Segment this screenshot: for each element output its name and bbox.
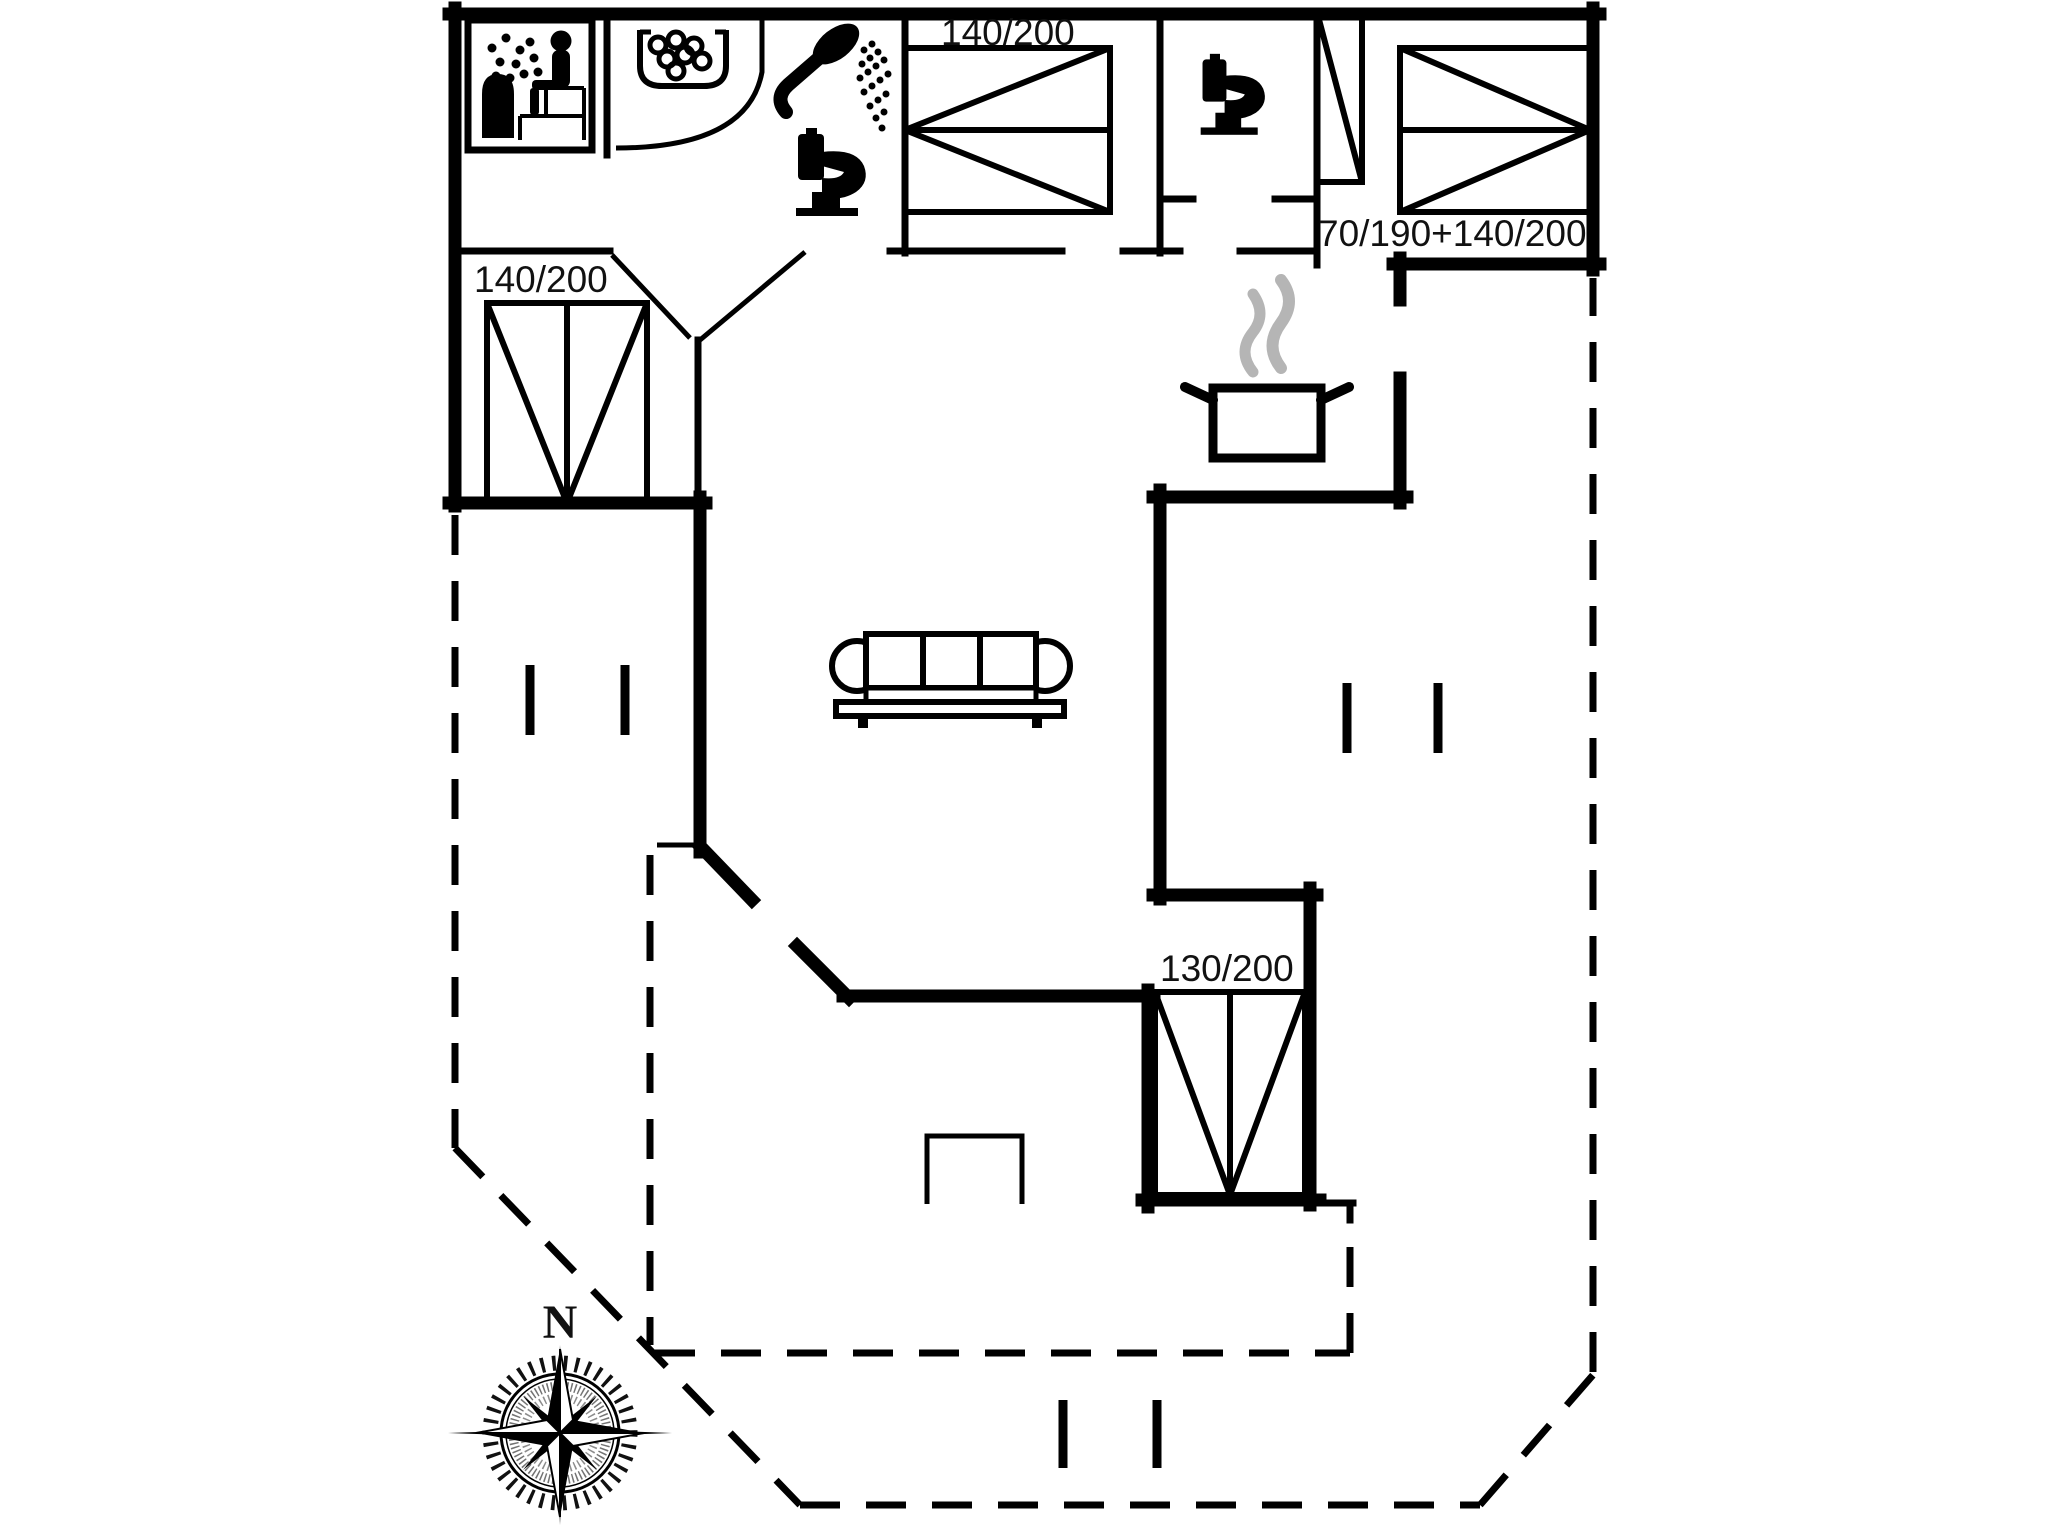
- bedroom-left-door-leaf: [610, 253, 692, 340]
- shower-icon: [773, 23, 892, 132]
- bed-label-right: 70/190+140/200: [1318, 213, 1587, 254]
- compass-rose-icon: [448, 1345, 672, 1525]
- terrace-steps-east: [1342, 683, 1443, 753]
- exterior-walls: [442, 1, 1607, 1214]
- terrace-steps-west: [525, 665, 630, 735]
- shower-spray-dots: [856, 40, 892, 132]
- sauna-heater: [482, 74, 514, 138]
- bed-bottom-130x200: [1152, 989, 1308, 1198]
- doors: [610, 12, 807, 848]
- bed-label-top: 140/200: [941, 12, 1075, 53]
- bathroom-door-leaf: [698, 250, 807, 342]
- toilet-icon: [796, 128, 866, 216]
- sauna-bench: [518, 86, 586, 140]
- toilet-icon: [1200, 53, 1265, 135]
- bed-label-bottom: 130/200: [1160, 948, 1294, 989]
- bed-top-140x200: [902, 45, 1113, 215]
- grill-icon: [924, 1133, 1025, 1204]
- terrace-steps: [525, 665, 1443, 1468]
- cooking-pot-icon: [1180, 274, 1354, 463]
- bed-left-140x200: [484, 300, 650, 506]
- compass-main-points: [475, 1348, 645, 1518]
- bed-bunk-70x190: [1314, 9, 1365, 185]
- sauna-icon: [464, 16, 596, 154]
- bed-right-140x200: [1397, 45, 1593, 215]
- compass-north-label: N: [543, 1296, 578, 1349]
- terrace-outline: [451, 278, 1597, 1509]
- bathroom-door-arc: [615, 12, 765, 151]
- sofa-icon: [829, 631, 1073, 728]
- bed-label-left: 140/200: [474, 259, 608, 300]
- sauna-person: [530, 30, 572, 115]
- terrace-steps-south: [1058, 1400, 1162, 1468]
- whirlpool-icon: [637, 29, 729, 89]
